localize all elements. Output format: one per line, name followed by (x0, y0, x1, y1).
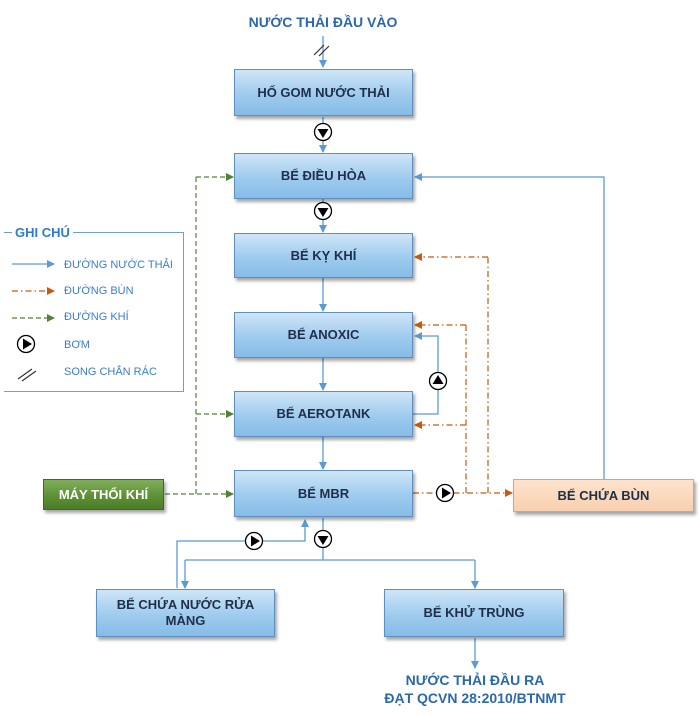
flow-supernatant-return (414, 173, 605, 480)
screen-icon (313, 44, 330, 57)
legend-title: GHI CHÚ (12, 225, 73, 240)
node-be-aerotank: BỂ AEROTANK (234, 391, 413, 437)
legend-label-pump: BƠM (64, 339, 90, 351)
node-be-anoxic: BỂ ANOXIC (234, 312, 413, 358)
legend-screen-icon (17, 368, 37, 382)
legend-pump-icon (16, 334, 36, 354)
pump-icon (313, 122, 333, 142)
legend-label-sludge-line: ĐƯỜNG BÙN (64, 285, 134, 297)
node-be-chua-bun: BỂ CHỨA BÙN (513, 479, 694, 512)
output-label-line1: NƯỚC THẢI ĐẦU RA (405, 672, 545, 688)
node-be-mbr: BỂ MBR (234, 470, 413, 517)
node-be-khu-trung: BỂ KHỬ TRÙNG (384, 589, 564, 637)
pump-icon (428, 371, 448, 391)
input-label: NƯỚC THẢI ĐẦU VÀO (248, 14, 398, 30)
pump-icon (435, 483, 455, 503)
legend-label-water-line: ĐƯỜNG NƯỚC THẢI (64, 259, 173, 271)
legend-label-air-line: ĐƯỜNG KHÍ (64, 311, 129, 323)
pump-icon (313, 529, 333, 549)
legend-label-screen: SONG CHẮN RÁC (64, 366, 157, 378)
pump-icon (244, 531, 264, 551)
node-ho-gom-nuoc-thai: HỐ GOM NƯỚC THẢI (234, 69, 413, 116)
legend-box: GHI CHÚ ĐƯỜNG NƯỚC THẢI ĐƯỜNG BÙN ĐƯỜNG … (4, 225, 184, 392)
node-be-dieu-hoa: BỂ ĐIỀU HÒA (234, 153, 413, 199)
flow-backwash (176, 519, 309, 588)
node-may-thoi-khi: MÁY THỔI KHÍ (43, 479, 164, 510)
node-be-chua-nuoc-rua-mang: BỂ CHỨA NƯỚC RỬA MÀNG (96, 589, 275, 637)
pump-icon (313, 201, 333, 221)
output-label-line2: ĐẠT QCVN 28:2010/BTNMT (384, 690, 566, 706)
node-be-ky-khi: BỂ KỴ KHÍ (234, 233, 413, 278)
